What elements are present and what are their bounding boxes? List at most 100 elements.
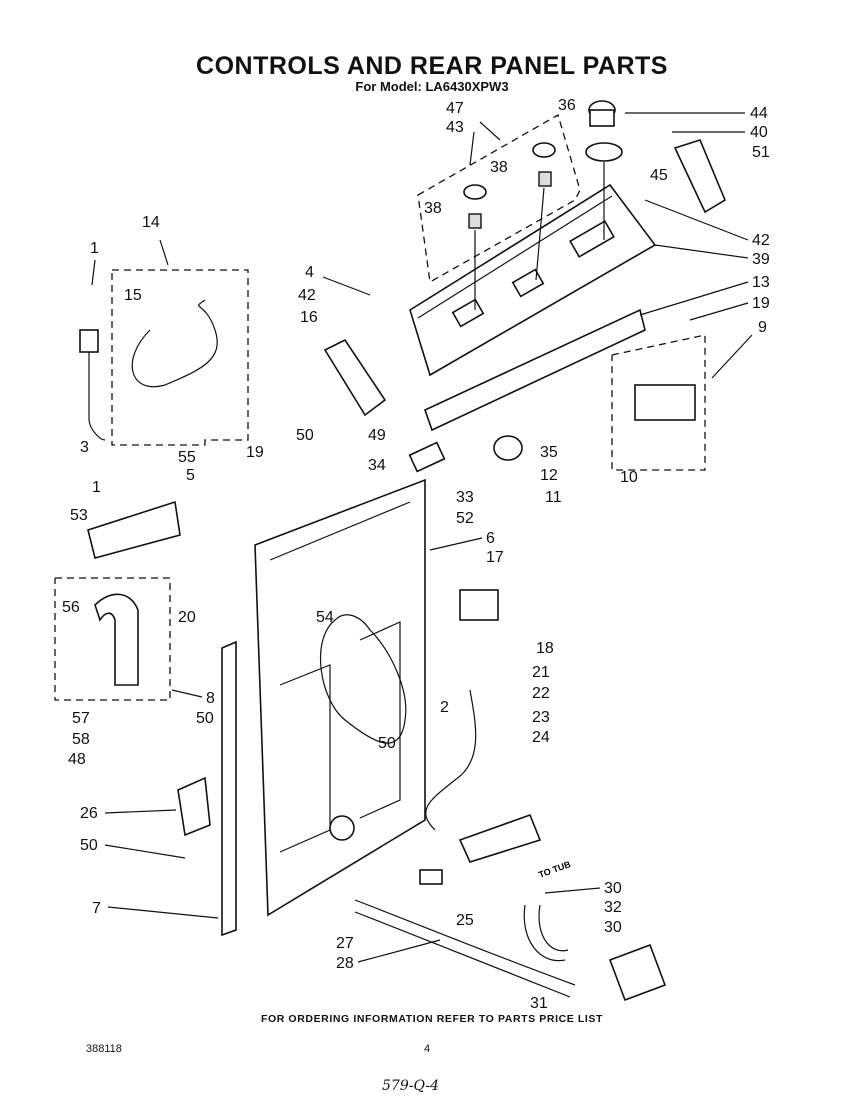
callout-3: 3 — [80, 439, 89, 456]
callout-49: 49 — [368, 427, 386, 444]
callout-14: 14 — [142, 214, 160, 231]
callout-6: 6 — [486, 530, 495, 547]
console-window — [451, 298, 485, 328]
callout-27: 27 — [336, 935, 354, 952]
back-panel — [254, 478, 426, 917]
hose-28 — [353, 901, 577, 994]
drain-hose — [94, 593, 139, 686]
callout-1b: 1 — [92, 479, 101, 496]
part-25 — [419, 869, 443, 885]
group-box-timer — [611, 334, 706, 471]
callout-32: 32 — [604, 899, 622, 916]
callout-39: 39 — [752, 251, 770, 268]
document-number: 388118 — [86, 1043, 122, 1055]
callout-16: 16 — [300, 309, 318, 326]
callout-50c: 50 — [80, 837, 98, 854]
knob-38b — [463, 184, 487, 200]
water-valve — [459, 589, 499, 621]
coupling-34 — [408, 441, 446, 473]
hose-22 — [425, 689, 477, 831]
tub-connector — [608, 943, 667, 1002]
group-box-knobs — [417, 114, 581, 284]
hose-32 — [523, 904, 569, 962]
dial-45 — [585, 142, 623, 162]
callout-1: 1 — [90, 240, 99, 257]
callout-57: 57 — [72, 710, 90, 727]
callout-54: 54 — [316, 609, 334, 626]
callout-52: 52 — [456, 510, 474, 527]
group-box-drain-hose — [54, 577, 171, 701]
cover-16 — [323, 338, 387, 417]
side-rail — [221, 640, 237, 937]
page-title: CONTROLS AND REAR PANEL PARTS — [196, 52, 668, 80]
callout-17: 17 — [486, 549, 504, 566]
knob-38a — [532, 142, 556, 158]
pressure-switch-port — [329, 815, 355, 841]
callout-56: 56 — [62, 599, 80, 616]
ordering-footer: FOR ORDERING INFORMATION REFER TO PARTS … — [260, 1013, 604, 1025]
callout-19a: 19 — [246, 444, 264, 461]
callout-40: 40 — [750, 124, 768, 141]
callout-4: 4 — [305, 264, 314, 281]
callout-12: 12 — [540, 467, 558, 484]
console-rear-bracket — [424, 308, 646, 432]
callout-33: 33 — [456, 489, 474, 506]
callout-8: 8 — [206, 690, 215, 707]
callout-58: 58 — [72, 731, 90, 748]
handwritten-note: 579-Q-4 — [382, 1078, 440, 1094]
callout-50a: 50 — [296, 427, 314, 444]
callout-45: 45 — [650, 167, 668, 184]
callout-55: 55 — [178, 449, 196, 466]
callout-35: 35 — [540, 444, 558, 461]
callout-2: 2 — [440, 699, 449, 716]
callout-30b: 30 — [604, 919, 622, 936]
callout-47: 47 — [446, 100, 464, 117]
pump-26 — [177, 776, 211, 837]
callout-21: 21 — [532, 664, 550, 681]
callout-38a: 38 — [490, 159, 508, 176]
fill-hose-end — [79, 329, 99, 353]
group-box-power-cord — [111, 269, 249, 446]
model-subtitle: For Model: LA6430XPW3 — [355, 79, 509, 94]
callout-30a: 30 — [604, 880, 622, 897]
callout-26: 26 — [80, 805, 98, 822]
callout-11: 11 — [545, 489, 562, 506]
callout-50d: 50 — [378, 735, 396, 752]
callout-38b: 38 — [424, 200, 442, 217]
strap-53 — [87, 500, 181, 559]
callout-10: 10 — [620, 469, 638, 486]
callout-36: 36 — [558, 97, 576, 114]
callout-53: 53 — [70, 507, 88, 524]
callout-13: 13 — [752, 274, 770, 291]
switch-12 — [493, 435, 523, 461]
callout-34: 34 — [368, 457, 386, 474]
callout-5: 5 — [186, 467, 195, 484]
callout-20: 20 — [178, 609, 196, 626]
callout-31: 31 — [530, 995, 548, 1012]
callout-44: 44 — [750, 105, 768, 122]
callout-28: 28 — [336, 955, 354, 972]
callout-42a: 42 — [298, 287, 316, 304]
hose-28-outline — [354, 899, 576, 998]
bracket-24 — [458, 813, 542, 863]
callout-18: 18 — [536, 640, 554, 657]
callout-43: 43 — [446, 119, 464, 136]
callout-25: 25 — [456, 912, 474, 929]
callout-51: 51 — [752, 144, 770, 161]
callout-23: 23 — [532, 709, 550, 726]
page-number: 4 — [424, 1043, 431, 1055]
callout-42b: 42 — [752, 232, 770, 249]
tub-label: TO TUB — [537, 859, 572, 880]
callout-22: 22 — [532, 685, 550, 702]
wire-harness — [319, 614, 407, 744]
callout-9: 9 — [758, 319, 767, 336]
callout-24: 24 — [532, 729, 550, 746]
callout-7: 7 — [92, 900, 101, 917]
callout-48: 48 — [68, 751, 86, 768]
timer — [634, 384, 696, 421]
callout-50b: 50 — [196, 710, 214, 727]
bracket-51 — [673, 139, 727, 214]
callout-15: 15 — [124, 287, 142, 304]
callout-19b: 19 — [752, 295, 770, 312]
